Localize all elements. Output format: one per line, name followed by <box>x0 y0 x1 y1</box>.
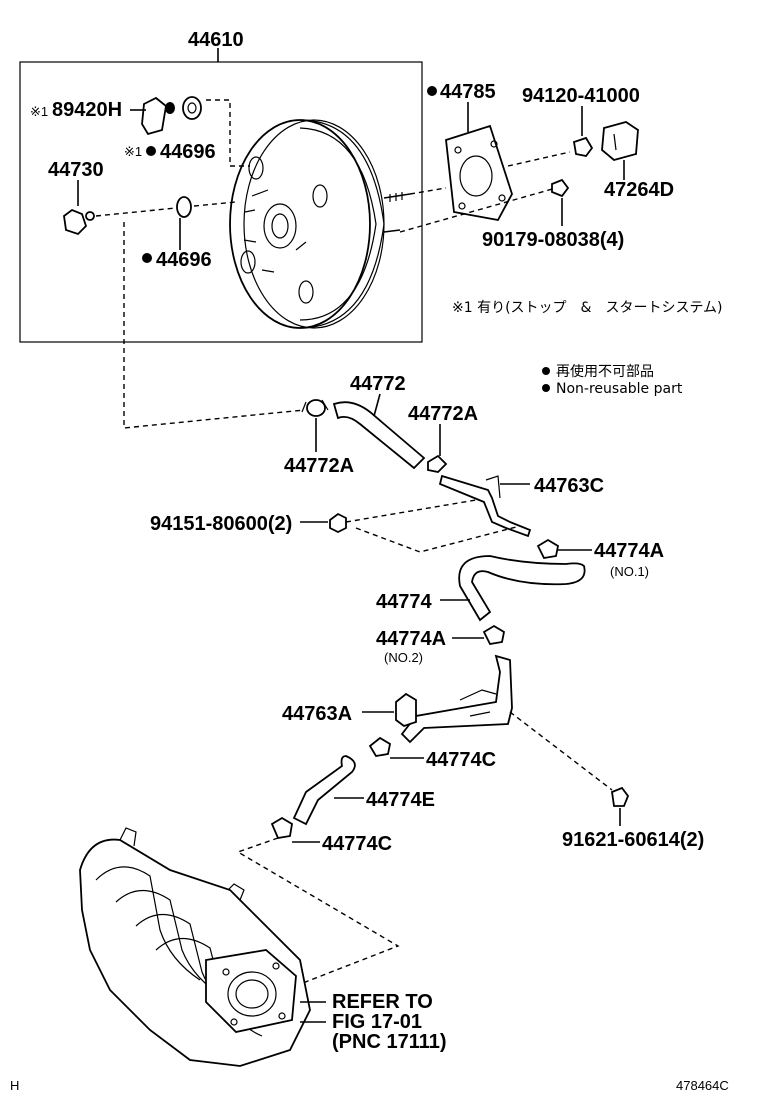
pipe-44763A-part <box>395 654 513 744</box>
legend-en: Non-reusable part <box>556 381 683 397</box>
label-44772A-upper: 44772A <box>408 403 478 425</box>
clip-44774A-no2 <box>482 624 506 645</box>
label-44696-star: 44696 <box>160 141 216 163</box>
refer-line-3: (PNC 17111) <box>332 1031 447 1053</box>
brake-booster <box>229 119 411 329</box>
label-94120-41000: 94120-41000 <box>522 85 640 107</box>
non-reusable-marker <box>427 86 437 96</box>
legend-jp: 再使用不可部品 <box>556 363 654 380</box>
label-44772: 44772 <box>350 373 406 395</box>
clip-44774A-no1 <box>536 538 560 559</box>
label-94151-80600: 94151-80600(2) <box>150 513 292 535</box>
label-47264D: 47264D <box>604 179 674 201</box>
bolt-upper-part <box>329 512 347 534</box>
note-stop-start: ※1 有り(ストップ & スタートシステム) <box>452 300 723 316</box>
footer-right-code: 478464C <box>676 1078 729 1093</box>
bracket-part <box>601 121 639 161</box>
label-44774C-upper: 44774C <box>426 749 496 771</box>
label-44730: 44730 <box>48 159 104 181</box>
label-89420H-prefix: ※1 <box>30 104 48 119</box>
hose-44774-part <box>458 555 586 622</box>
label-44610: 44610 <box>188 29 244 51</box>
refer-line-2: FIG 17-01 <box>332 1011 422 1033</box>
label-44774A-no2-note: (NO.2) <box>384 650 423 665</box>
label-44763C: 44763C <box>534 475 604 497</box>
label-44774: 44774 <box>376 591 432 613</box>
legend-marker <box>542 367 550 375</box>
clip-44774C-lower <box>270 816 293 840</box>
label-44774E: 44774E <box>366 789 435 811</box>
label-44696-star-prefix: ※1 <box>124 144 142 159</box>
gasket-part <box>445 124 513 222</box>
bolt-lower-part <box>611 786 630 807</box>
clip-44772A-right <box>427 454 448 473</box>
hose-44774E-part <box>292 755 356 826</box>
non-reusable-marker <box>146 146 156 156</box>
label-91621-60614: 91621-60614(2) <box>562 829 704 851</box>
check-valve-part <box>141 96 202 136</box>
non-reusable-marker <box>142 253 152 263</box>
label-44785: 44785 <box>440 81 496 103</box>
booster-assembly-frame <box>19 61 423 343</box>
label-44774C-lower: 44774C <box>322 833 392 855</box>
pipe-44763C-part <box>438 474 532 538</box>
label-44763A: 44763A <box>282 703 352 725</box>
footer-left-code: H <box>10 1078 19 1093</box>
clip-44772A-left <box>301 399 329 417</box>
label-44774A-no1: 44774A <box>594 540 664 562</box>
refer-line-1: REFER TO <box>332 991 433 1013</box>
flange-nut-part <box>551 178 570 198</box>
label-44696: 44696 <box>156 249 212 271</box>
hose-44772-part <box>332 401 426 470</box>
legend-marker <box>542 384 550 392</box>
fitting-part <box>63 208 95 236</box>
label-44772A-lower: 44772A <box>284 455 354 477</box>
label-44774A-no1-note: (NO.1) <box>610 564 649 579</box>
label-89420H: 89420H <box>52 99 122 121</box>
clip-44774C-upper <box>368 736 392 757</box>
intake-manifold <box>79 827 311 1067</box>
label-90179-08038: 90179-08038(4) <box>482 229 624 251</box>
label-44774A-no2: 44774A <box>376 628 446 650</box>
nut-part <box>572 136 594 157</box>
grommet-part <box>176 196 192 218</box>
